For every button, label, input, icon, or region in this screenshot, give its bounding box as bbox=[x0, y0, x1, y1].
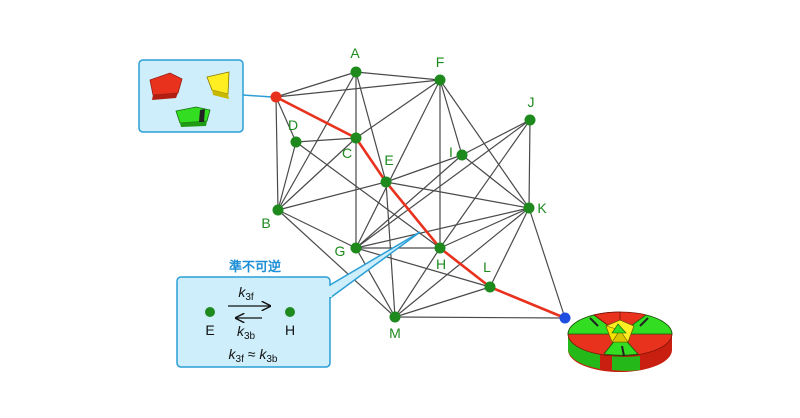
node-label-K: K bbox=[537, 200, 547, 216]
callout-label-left: E bbox=[205, 322, 214, 338]
edge-G-L bbox=[355, 247, 491, 288]
edge-G-M bbox=[355, 247, 396, 318]
network-edges bbox=[275, 71, 566, 319]
node-G bbox=[350, 242, 362, 254]
edge-B-E bbox=[277, 181, 387, 211]
node-label-F: F bbox=[436, 54, 445, 70]
k-forward-label: k3f bbox=[238, 284, 254, 303]
node-B bbox=[272, 204, 284, 216]
node-F bbox=[434, 74, 446, 86]
folded-protein-disk-icon bbox=[567, 311, 673, 372]
edge-F-G bbox=[355, 79, 441, 249]
node-label-L: L bbox=[483, 259, 491, 275]
edge-B-G bbox=[277, 209, 357, 249]
edge-D-B bbox=[277, 141, 297, 211]
node-start bbox=[270, 91, 282, 103]
node-label-J: J bbox=[528, 94, 535, 110]
red-fragment-icon bbox=[149, 72, 183, 100]
node-label-H: H bbox=[436, 256, 446, 272]
edge-F-I bbox=[439, 79, 463, 156]
edge-start-D bbox=[275, 96, 297, 143]
green-fragment-icon bbox=[175, 106, 211, 127]
node-label-B: B bbox=[261, 215, 270, 231]
node-H bbox=[434, 242, 446, 254]
edge-D-C bbox=[295, 137, 357, 143]
edge-J-I bbox=[461, 119, 531, 156]
edge-C-B bbox=[277, 137, 357, 211]
node-label-A: A bbox=[350, 45, 360, 61]
edge-K-M bbox=[394, 207, 530, 318]
node-L bbox=[484, 281, 496, 293]
node-label-E: E bbox=[384, 152, 393, 168]
edge-F-C bbox=[355, 79, 441, 139]
edge-M-end bbox=[394, 316, 566, 319]
k-backward-label: k3b bbox=[237, 323, 256, 342]
edge-start-B bbox=[275, 96, 279, 211]
node-label-M: M bbox=[389, 325, 401, 341]
edge-J-H bbox=[439, 119, 531, 249]
edge-I-K bbox=[461, 154, 530, 209]
edge-L-M bbox=[394, 286, 491, 318]
edge-start-A bbox=[275, 71, 357, 98]
callout-title: 準不可逆 bbox=[229, 259, 281, 275]
callout-label-right: H bbox=[285, 322, 295, 338]
network-nodes bbox=[270, 66, 571, 324]
edge-K-H bbox=[439, 207, 530, 249]
yellow-fragment-icon bbox=[206, 71, 230, 99]
callout-node-left bbox=[205, 307, 215, 317]
reaction-callout: 準不可逆 E H k3f k3b k3f ≈ k3b bbox=[176, 231, 421, 368]
edge-D-H bbox=[295, 141, 441, 249]
edge-J-K bbox=[528, 119, 531, 209]
edge-start-F bbox=[275, 79, 441, 98]
node-end bbox=[559, 312, 571, 324]
edge-K-L bbox=[489, 207, 530, 288]
edge-E-K bbox=[385, 181, 530, 209]
highlighted-path-line bbox=[275, 95, 566, 320]
edge-B-M bbox=[277, 209, 396, 318]
edge-K-end bbox=[528, 207, 566, 319]
edge-I-G bbox=[355, 154, 463, 249]
edge-H-M bbox=[394, 247, 441, 318]
edge-E-I bbox=[385, 154, 463, 183]
node-A bbox=[350, 66, 362, 78]
edge-K-G bbox=[355, 207, 530, 249]
node-label-I: I bbox=[449, 144, 453, 160]
callout-node-right bbox=[285, 307, 295, 317]
node-label-C: C bbox=[342, 145, 352, 161]
node-label-G: G bbox=[335, 243, 346, 259]
edge-A-F bbox=[355, 71, 441, 81]
node-I bbox=[456, 149, 468, 161]
node-J bbox=[524, 114, 536, 126]
edge-J-G bbox=[355, 119, 531, 249]
node-E bbox=[380, 176, 392, 188]
node-labels: A F J D C E I K B G H L M bbox=[261, 45, 547, 341]
node-label-D: D bbox=[288, 117, 298, 133]
unfolded-state-callout bbox=[138, 59, 273, 133]
node-D bbox=[290, 136, 302, 148]
highlighted-pathway bbox=[275, 95, 566, 320]
rate-approx-equation: k3f ≈ k3b bbox=[229, 346, 278, 365]
node-K bbox=[523, 202, 535, 214]
node-C bbox=[350, 132, 362, 144]
node-M bbox=[389, 311, 401, 323]
